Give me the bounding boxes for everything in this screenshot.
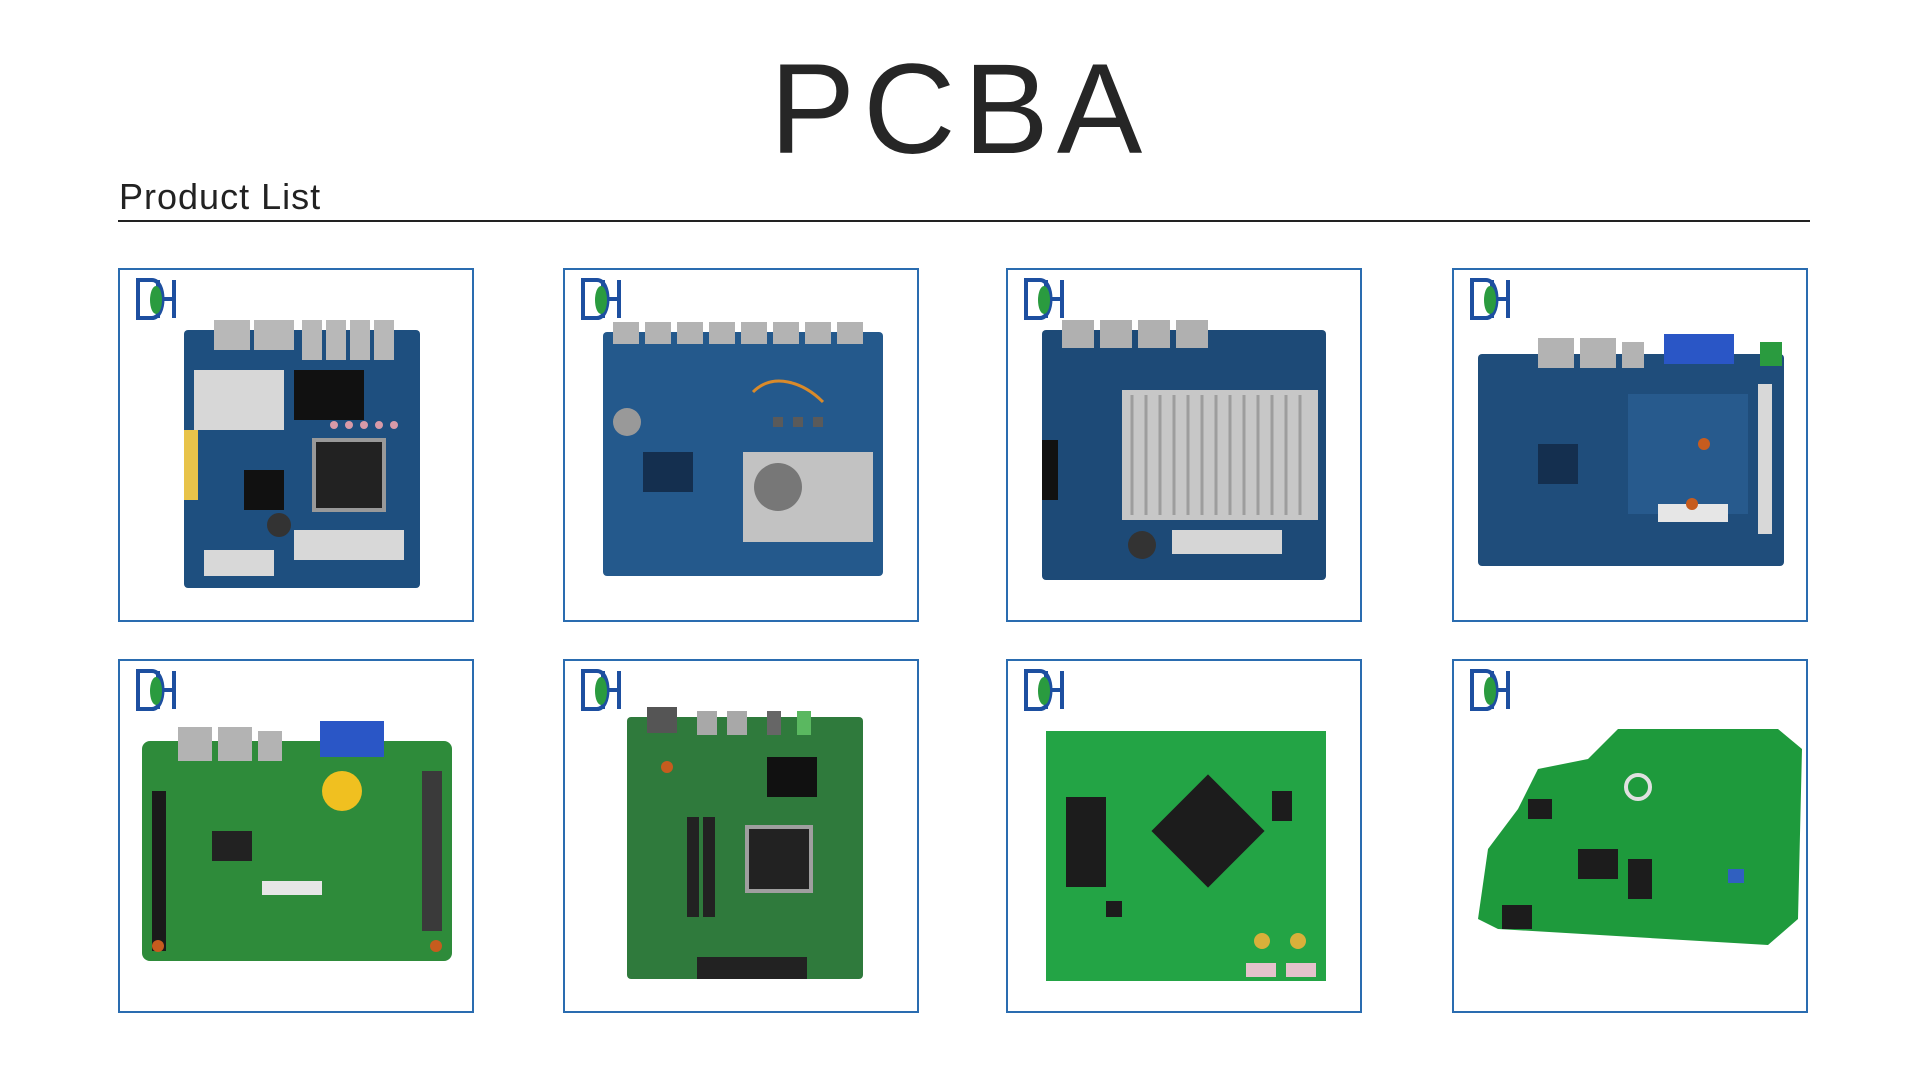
brand-logo-icon [136, 278, 176, 320]
brand-logo-icon [1024, 669, 1064, 711]
blue-motherboard-icon [1042, 320, 1326, 580]
green-irregular-board-icon [1478, 729, 1802, 945]
green-module-board-icon [1046, 731, 1326, 983]
brand-logo-icon [136, 669, 176, 711]
brand-logo-icon [581, 278, 621, 320]
blue-motherboard-icon [603, 322, 883, 576]
brand-logo-icon [1470, 669, 1510, 711]
product-card-2[interactable] [563, 268, 919, 622]
green-motherboard-icon [627, 707, 863, 985]
product-card-8[interactable] [1452, 659, 1808, 1013]
product-card-3[interactable] [1006, 268, 1362, 622]
product-grid [118, 268, 1810, 1020]
section-divider [118, 220, 1810, 222]
blue-motherboard-icon [184, 320, 420, 588]
product-card-6[interactable] [563, 659, 919, 1013]
product-card-7[interactable] [1006, 659, 1362, 1013]
brand-logo-icon [1024, 278, 1064, 320]
page-title: PCBA [769, 38, 1151, 181]
product-card-4[interactable] [1452, 268, 1808, 622]
green-motherboard-icon [142, 721, 452, 961]
section-title: Product List [119, 176, 322, 217]
product-card-5[interactable] [118, 659, 474, 1013]
brand-logo-icon [1470, 278, 1510, 320]
product-card-1[interactable] [118, 268, 474, 622]
brand-logo-icon [581, 669, 621, 711]
blue-motherboard-icon [1478, 334, 1784, 566]
